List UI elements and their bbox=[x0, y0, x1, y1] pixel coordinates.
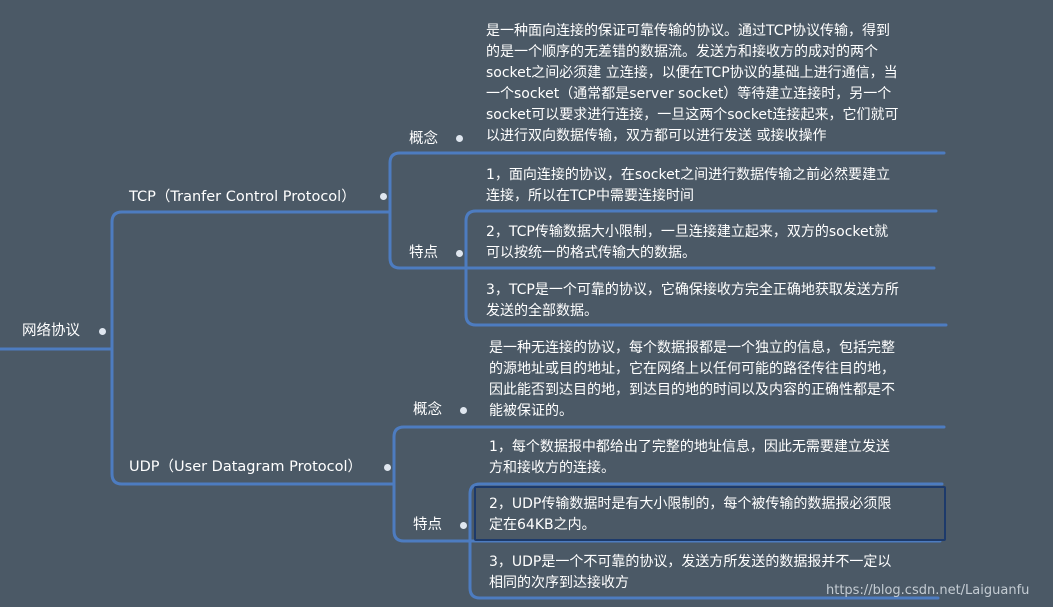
udp-feature-item[interactable]: 1，每个数据报中都给出了完整的地址信息，因此无需要建立发送 方和接收方的连接。 bbox=[489, 439, 890, 476]
udp-concept-label[interactable]: 概念 bbox=[413, 402, 442, 418]
udp-concept-text[interactable]: 是一种无连接的协议，每个数据报都是一个独立的信息，包括完整 的源地址或目的地址，… bbox=[489, 340, 895, 419]
udp-features-label[interactable]: 特点 bbox=[413, 517, 442, 533]
collapse-dot-icon[interactable] bbox=[99, 328, 106, 335]
collapse-dot-icon[interactable] bbox=[456, 135, 463, 142]
collapse-dot-icon[interactable] bbox=[456, 250, 463, 257]
udp-feature-item[interactable]: 3，UDP是一个不可靠的协议，发送方所发送的数据报并不一定以 相同的次序到达接收… bbox=[489, 554, 892, 591]
udp-features-spine bbox=[468, 482, 944, 600]
udp-branch-spine bbox=[392, 425, 474, 543]
collapse-dot-icon[interactable] bbox=[460, 407, 467, 414]
root-node-label[interactable]: 网络协议 bbox=[22, 323, 80, 339]
watermark: https://blog.csdn.net/Laiguanfu bbox=[826, 583, 1030, 598]
collapse-dot-icon[interactable] bbox=[460, 522, 467, 529]
udp-feature-item[interactable]: 2，UDP传输数据时是有大小限制的，每个被传输的数据报必须限 定在64KB之内。 bbox=[489, 496, 892, 533]
udp-node-label[interactable]: UDP（User Datagram Protocol） bbox=[129, 459, 363, 475]
tcp-feature-item[interactable]: 2，TCP传输数据大小限制，一旦连接建立起来，双方的socket就 可以按统一的… bbox=[486, 224, 889, 261]
tcp-features-spine bbox=[464, 209, 948, 327]
tcp-features-label[interactable]: 特点 bbox=[409, 245, 438, 261]
tcp-concept-label[interactable]: 概念 bbox=[409, 131, 438, 147]
tcp-feature-item[interactable]: 3，TCP是一个可靠的协议，它确保接收方完全正确地获取发送方所 发送的全部数据。 bbox=[486, 282, 899, 319]
tcp-feature-item[interactable]: 1，面向连接的协议，在socket之间进行数据传输之前必然要建立 连接，所以在T… bbox=[486, 167, 891, 204]
collapse-dot-icon[interactable] bbox=[380, 193, 387, 200]
tcp-node-label[interactable]: TCP（Tranfer Control Protocol） bbox=[129, 189, 356, 205]
selected-node-highlight bbox=[474, 486, 946, 541]
root-branch-spine bbox=[110, 210, 396, 486]
tcp-concept-text[interactable]: 是一种面向连接的保证可靠传输的协议。通过TCP协议传输，得到 的是一个顺序的无差… bbox=[486, 23, 899, 144]
tcp-branch-spine bbox=[388, 151, 472, 270]
collapse-dot-icon[interactable] bbox=[384, 464, 391, 471]
